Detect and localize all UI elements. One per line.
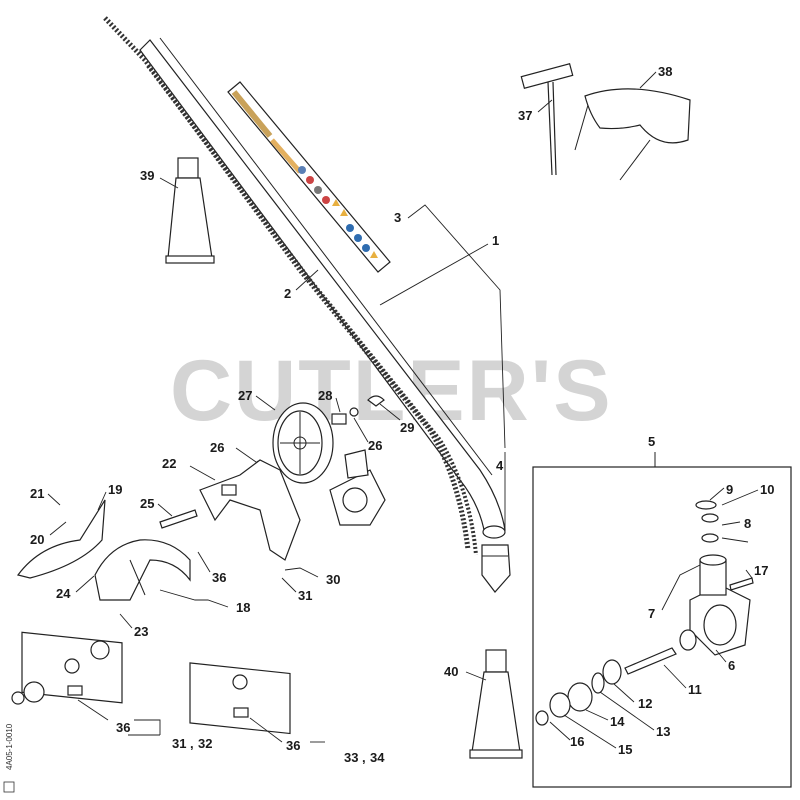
callout-8: 8 bbox=[744, 516, 751, 531]
callout-26-left: 26 bbox=[210, 440, 224, 455]
callout-30: 30 bbox=[326, 572, 340, 587]
callout-20: 20 bbox=[30, 532, 44, 547]
callout-labels: 1 2 3 4 5 6 7 8 9 10 11 12 13 14 15 16 1… bbox=[30, 64, 774, 765]
grease-tube-40 bbox=[469, 649, 523, 759]
callout-16: 16 bbox=[570, 734, 584, 749]
wheel bbox=[272, 402, 334, 484]
callout-1: 1 bbox=[492, 233, 499, 248]
shaft-plug bbox=[481, 544, 511, 593]
callout-36-middle: 36 bbox=[212, 570, 226, 585]
grease-tube-39 bbox=[165, 157, 215, 264]
callout-comma-a: , bbox=[190, 736, 194, 751]
deflector-19 bbox=[16, 499, 106, 579]
callout-28: 28 bbox=[318, 388, 332, 403]
callout-26-right: 26 bbox=[368, 438, 382, 453]
callout-11: 11 bbox=[688, 682, 702, 697]
callout-32: 32 bbox=[198, 736, 212, 751]
callout-40: 40 bbox=[444, 664, 458, 679]
callout-36-bottom-left: 36 bbox=[116, 720, 130, 735]
wheel-bracket bbox=[199, 459, 301, 561]
callout-21: 21 bbox=[30, 486, 44, 501]
warning-decal bbox=[227, 81, 391, 273]
callout-22: 22 bbox=[162, 456, 176, 471]
leader-lines bbox=[47, 71, 759, 749]
callout-13: 13 bbox=[656, 724, 670, 739]
callout-10: 10 bbox=[760, 482, 774, 497]
drawing-code: 4A05-1-0010 bbox=[5, 723, 14, 770]
blade-nut bbox=[11, 681, 45, 705]
combination-wrench bbox=[520, 62, 574, 176]
callout-6: 6 bbox=[728, 658, 735, 673]
callout-23: 23 bbox=[134, 624, 148, 639]
callout-2: 2 bbox=[284, 286, 291, 301]
callout-37: 37 bbox=[518, 108, 532, 123]
callout-36-bottom-middle: 36 bbox=[286, 738, 300, 753]
callout-comma-b: , bbox=[362, 750, 366, 765]
callout-27: 27 bbox=[238, 388, 252, 403]
callout-39: 39 bbox=[140, 168, 154, 183]
callout-15: 15 bbox=[618, 742, 632, 757]
callout-17: 17 bbox=[754, 563, 768, 578]
callout-3: 3 bbox=[394, 210, 401, 225]
callout-31-bottom: 31 bbox=[172, 736, 186, 751]
blade-31-32 bbox=[21, 631, 123, 704]
callout-25: 25 bbox=[140, 496, 154, 511]
callout-4: 4 bbox=[496, 458, 504, 473]
edger-gearbox bbox=[329, 449, 386, 526]
callout-18: 18 bbox=[236, 600, 250, 615]
gear-head-parts bbox=[535, 500, 754, 726]
callout-12: 12 bbox=[638, 696, 652, 711]
callout-7: 7 bbox=[648, 606, 655, 621]
edger-guard bbox=[94, 539, 191, 601]
bolt-25 bbox=[159, 509, 198, 529]
callout-24: 24 bbox=[56, 586, 71, 601]
corner-box bbox=[3, 781, 15, 793]
callout-29: 29 bbox=[400, 420, 414, 435]
callout-33: 33 bbox=[344, 750, 358, 765]
callout-38: 38 bbox=[658, 64, 672, 79]
callout-31-middle: 31 bbox=[298, 588, 312, 603]
callout-9: 9 bbox=[726, 482, 733, 497]
blade-33-34 bbox=[189, 662, 291, 735]
callout-34: 34 bbox=[370, 750, 385, 765]
safety-glasses bbox=[574, 88, 691, 181]
callout-5: 5 bbox=[648, 434, 655, 449]
callout-19: 19 bbox=[108, 482, 122, 497]
gear-head-assembly-box bbox=[532, 452, 792, 788]
callout-14: 14 bbox=[610, 714, 625, 729]
